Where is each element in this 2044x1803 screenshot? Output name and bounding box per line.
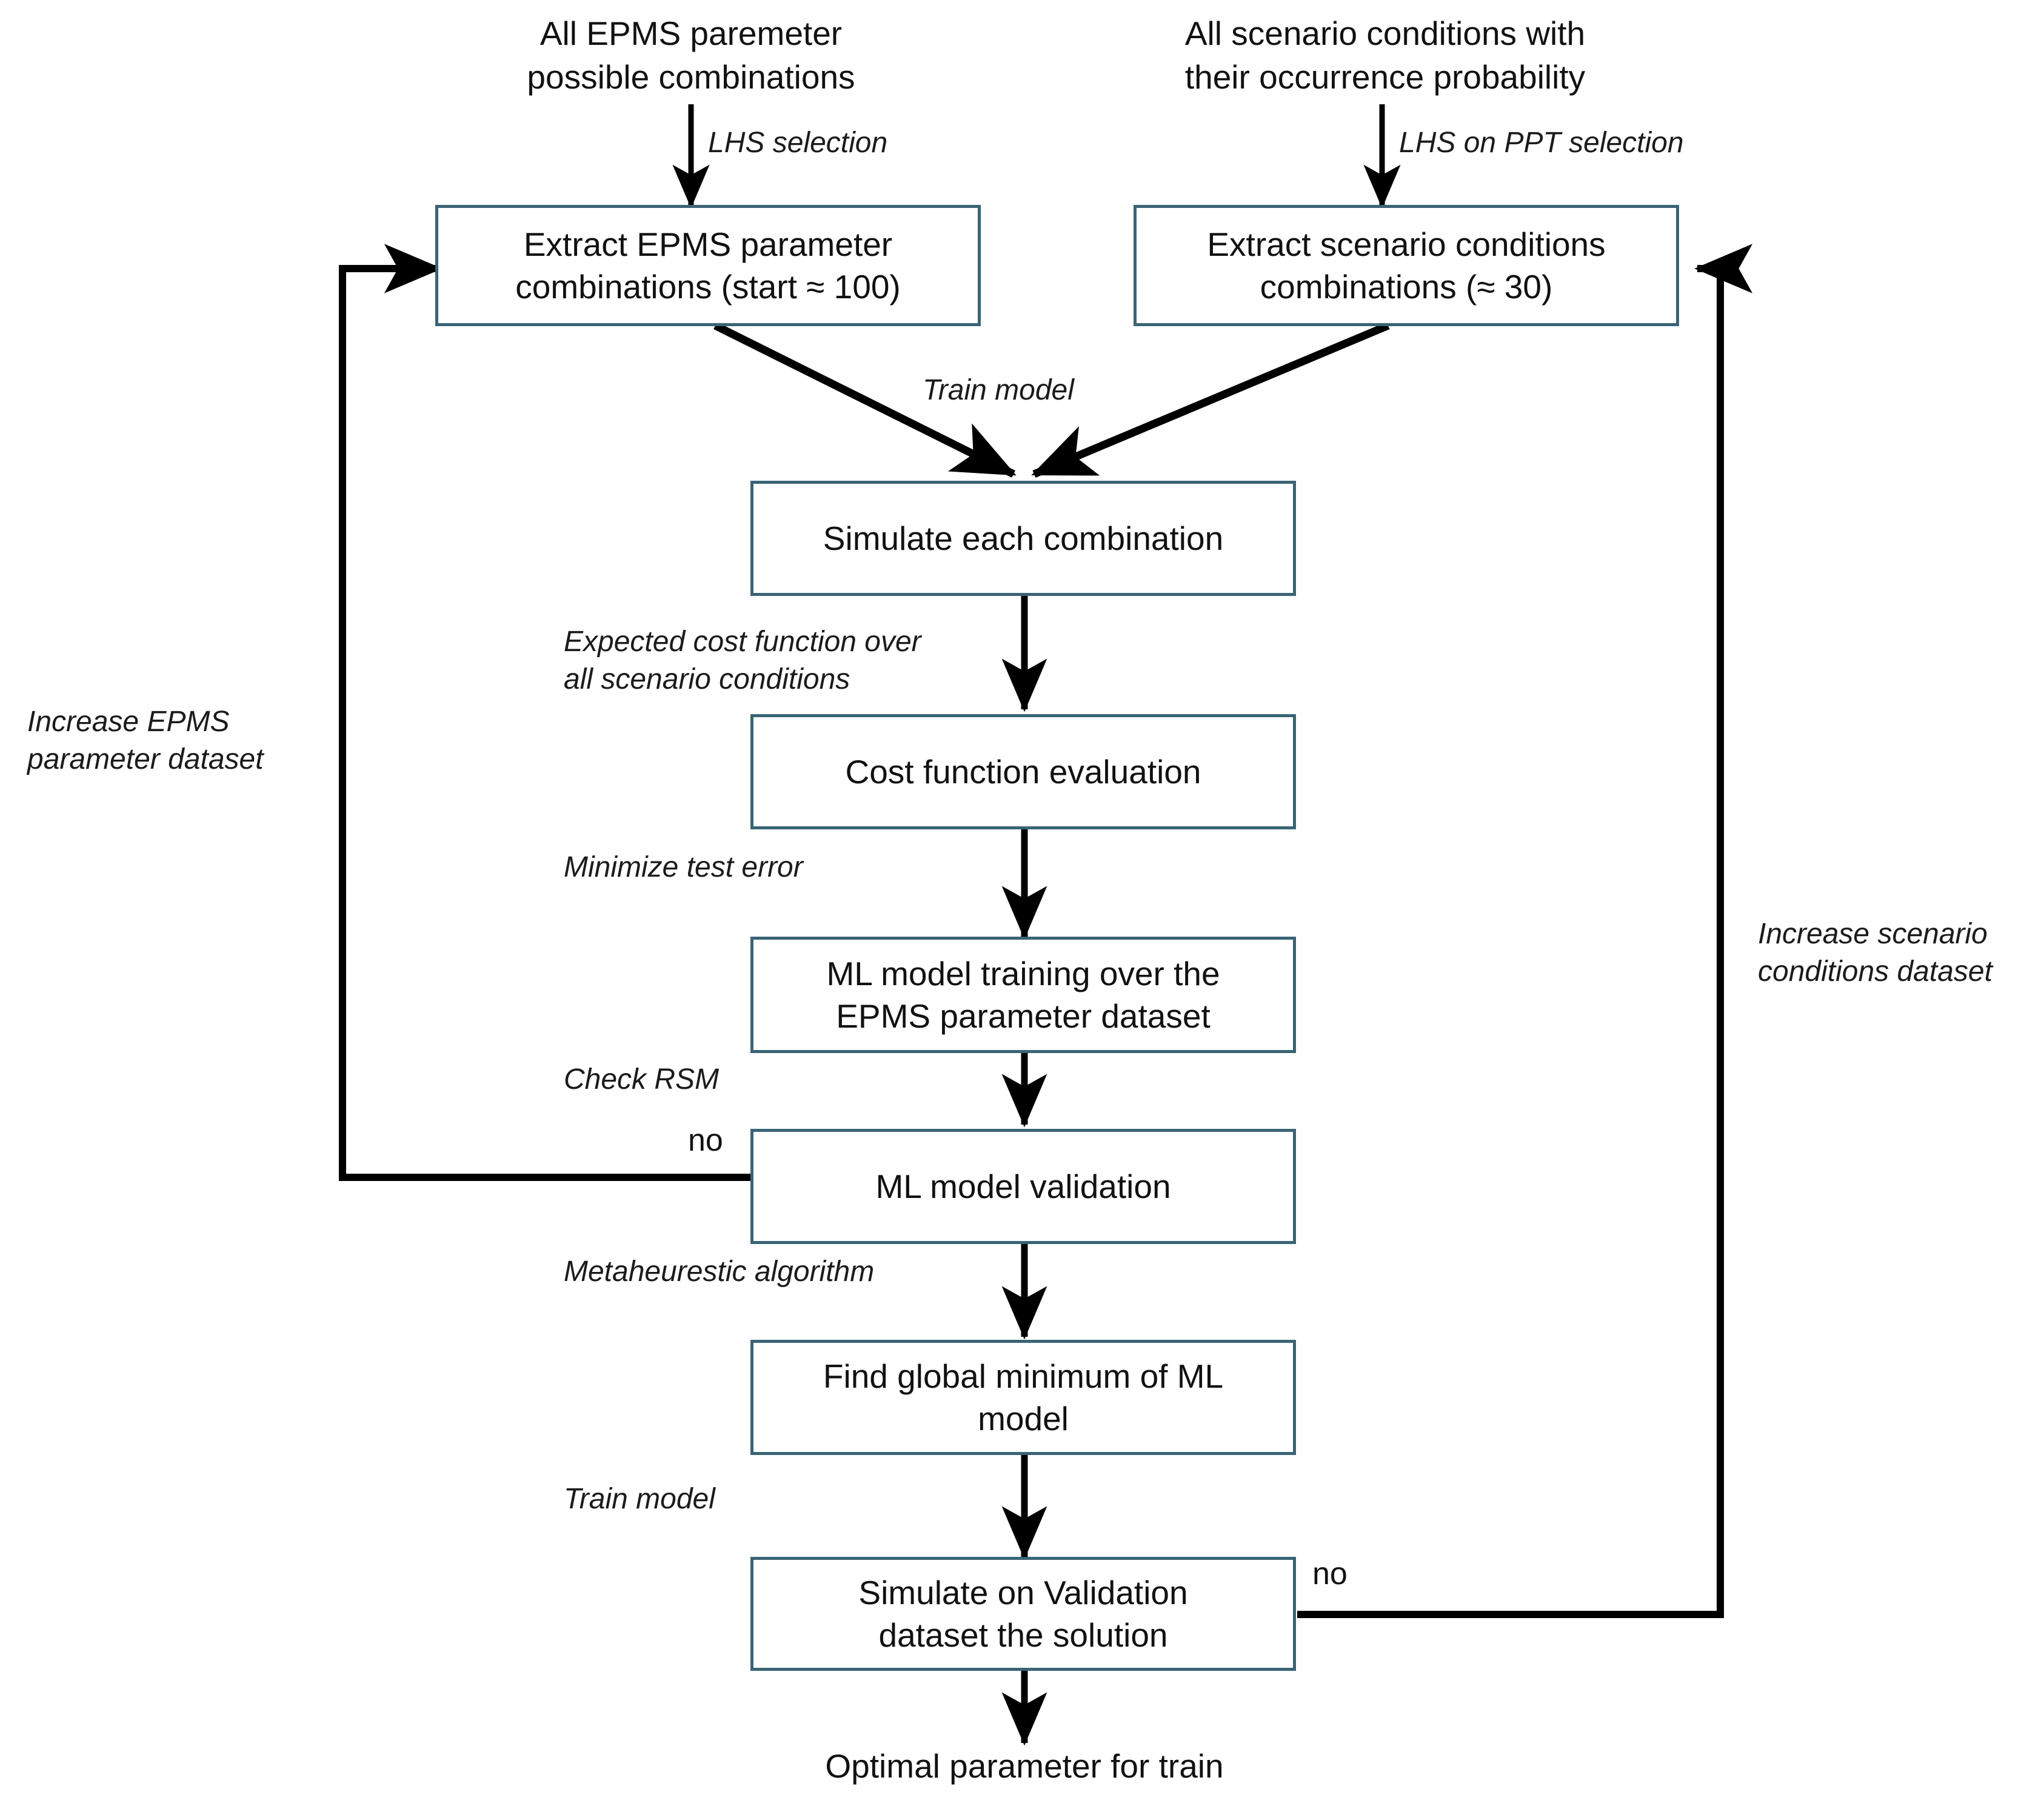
- edge-label-lhs-ppt-selection: LHS on PPT selection: [1399, 127, 1684, 159]
- edge-label-metaheurestic-algorithm: Metaheurestic algorithm: [564, 1256, 875, 1288]
- edge-label-increase-epms-dataset: Increase EPMS parameter dataset: [27, 706, 264, 776]
- edge-label-lhs-selection: LHS selection: [708, 127, 888, 159]
- branch-label-validation-no: no: [688, 1123, 723, 1158]
- node-extract-scenario-conditions-combinations[interactable]: Extract scenario conditions combinations…: [1134, 205, 1679, 326]
- input-scenario-conditions: All scenario conditions with their occur…: [1184, 15, 1586, 96]
- edge-label-expected-cost-function: Expected cost function over all scenario…: [564, 626, 921, 696]
- node-extract-epms-parameter-combinations[interactable]: Extract EPMS parameter combinations (sta…: [435, 205, 981, 326]
- input-epms-combinations: All EPMS paremeter possible combinations: [527, 15, 855, 96]
- node-cost-function-evaluation[interactable]: Cost function evaluation: [750, 714, 1296, 829]
- edge-simvalidation-no-loop: [1297, 244, 1753, 1618]
- edge-label-train-model-bottom: Train model: [564, 1483, 715, 1515]
- edge-validation-no-loop: [339, 244, 751, 1181]
- output-optimal-parameter-for-train: Optimal parameter for train: [825, 1747, 1224, 1785]
- edge-extract-scenario-to-simulate: [1031, 322, 1390, 478]
- node-simulate-each-combination[interactable]: Simulate each combination: [750, 481, 1296, 596]
- edge-label-check-rsm: Check RSM: [564, 1063, 720, 1096]
- edge-label-minimize-test-error: Minimize test error: [564, 851, 803, 883]
- node-simulate-on-validation-dataset[interactable]: Simulate on Validation dataset the solut…: [750, 1557, 1296, 1671]
- edge-label-train-model-top: Train model: [923, 374, 1074, 406]
- branch-label-simulate-validation-no: no: [1312, 1556, 1348, 1591]
- edge-label-increase-scenario-dataset: Increase scenario conditions dataset: [1758, 918, 1992, 988]
- node-ml-model-validation[interactable]: ML model validation: [750, 1129, 1296, 1244]
- node-ml-model-training[interactable]: ML model training over the EPMS paramete…: [750, 937, 1296, 1053]
- node-find-global-minimum[interactable]: Find global minimum of ML model: [750, 1340, 1296, 1455]
